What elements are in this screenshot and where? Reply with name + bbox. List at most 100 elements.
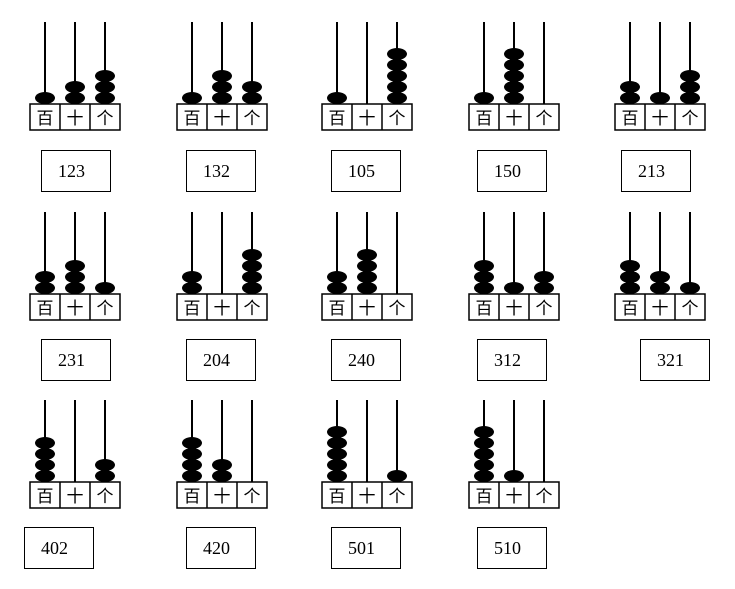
place-label-hundreds: 百	[329, 487, 346, 507]
abacus-drawing: 百十个	[29, 212, 121, 321]
abacus-drawing: 百十个	[321, 22, 413, 131]
place-label-hundreds: 百	[329, 299, 346, 319]
bead-tens	[65, 81, 85, 93]
number-label: 150	[494, 160, 521, 181]
number-label: 204	[203, 349, 230, 370]
abacus: 百十个	[320, 212, 420, 324]
bead-ones	[242, 249, 262, 261]
bead-ones	[387, 81, 407, 93]
place-label-tens: 十	[506, 109, 523, 129]
abacus-base	[468, 481, 560, 509]
abacus-base	[321, 103, 413, 131]
place-label-ones: 个	[244, 299, 261, 319]
place-label-ones: 个	[536, 109, 553, 129]
bead-tens	[504, 92, 524, 104]
number-box: 132	[186, 150, 256, 192]
number-label: 123	[58, 160, 85, 181]
abacus: 百十个	[28, 400, 128, 512]
bead-tens	[212, 470, 232, 482]
bead-hundreds	[620, 282, 640, 294]
number-label: 501	[348, 537, 375, 558]
bead-hundreds	[474, 260, 494, 272]
number-box: 510	[477, 527, 547, 569]
bead-ones	[680, 70, 700, 82]
abacus: 百十个	[467, 212, 567, 324]
number-box: 204	[186, 339, 256, 381]
place-label-tens: 十	[652, 299, 669, 319]
bead-ones	[387, 48, 407, 60]
bead-hundreds	[620, 260, 640, 272]
place-label-hundreds: 百	[37, 109, 54, 129]
number-box: 501	[331, 527, 401, 569]
place-label-hundreds: 百	[476, 109, 493, 129]
bead-hundreds	[474, 282, 494, 294]
bead-hundreds	[474, 448, 494, 460]
bead-ones	[95, 282, 115, 294]
abacus: 百十个	[467, 22, 567, 134]
bead-tens	[65, 260, 85, 272]
abacus-base	[468, 293, 560, 321]
abacus-base	[176, 103, 268, 131]
abacus: 百十个	[175, 400, 275, 512]
place-label-hundreds: 百	[37, 487, 54, 507]
number-box: 420	[186, 527, 256, 569]
abacus-base	[29, 103, 121, 131]
bead-tens	[212, 70, 232, 82]
place-label-tens: 十	[214, 299, 231, 319]
abacus-drawing: 百十个	[321, 212, 413, 321]
bead-hundreds	[620, 92, 640, 104]
bead-hundreds	[182, 470, 202, 482]
number-label: 312	[494, 349, 521, 370]
place-label-ones: 个	[97, 109, 114, 129]
number-label: 231	[58, 349, 85, 370]
bead-hundreds	[35, 92, 55, 104]
bead-ones	[387, 92, 407, 104]
abacus: 百十个	[467, 400, 567, 512]
number-label: 213	[638, 160, 665, 181]
bead-hundreds	[474, 470, 494, 482]
number-label: 105	[348, 160, 375, 181]
bead-ones	[242, 81, 262, 93]
bead-hundreds	[35, 459, 55, 471]
place-label-tens: 十	[67, 109, 84, 129]
place-label-hundreds: 百	[37, 299, 54, 319]
abacus-drawing: 百十个	[176, 400, 268, 509]
abacus-drawing: 百十个	[29, 22, 121, 131]
bead-ones	[680, 282, 700, 294]
place-label-hundreds: 百	[622, 299, 639, 319]
bead-hundreds	[327, 437, 347, 449]
bead-tens	[650, 282, 670, 294]
abacus-drawing: 百十个	[176, 212, 268, 321]
bead-hundreds	[620, 271, 640, 283]
bead-ones	[534, 271, 554, 283]
place-label-hundreds: 百	[184, 487, 201, 507]
bead-tens	[357, 260, 377, 272]
number-label: 321	[657, 349, 684, 370]
bead-tens	[212, 459, 232, 471]
abacus: 百十个	[320, 400, 420, 512]
bead-ones	[95, 81, 115, 93]
bead-hundreds	[474, 426, 494, 438]
abacus-base	[29, 481, 121, 509]
bead-ones	[95, 92, 115, 104]
place-label-tens: 十	[214, 109, 231, 129]
bead-hundreds	[327, 92, 347, 104]
number-box: 213	[621, 150, 691, 192]
abacus-base	[321, 481, 413, 509]
bead-tens	[357, 271, 377, 283]
number-label: 510	[494, 537, 521, 558]
number-label: 132	[203, 160, 230, 181]
bead-tens	[650, 271, 670, 283]
number-box: 123	[41, 150, 111, 192]
number-box: 150	[477, 150, 547, 192]
place-label-ones: 个	[682, 299, 699, 319]
abacus: 百十个	[28, 22, 128, 134]
bead-tens	[504, 48, 524, 60]
place-label-ones: 个	[244, 487, 261, 507]
bead-hundreds	[327, 470, 347, 482]
abacus-base	[468, 103, 560, 131]
bead-tens	[212, 92, 232, 104]
place-label-hundreds: 百	[476, 487, 493, 507]
bead-tens	[357, 249, 377, 261]
